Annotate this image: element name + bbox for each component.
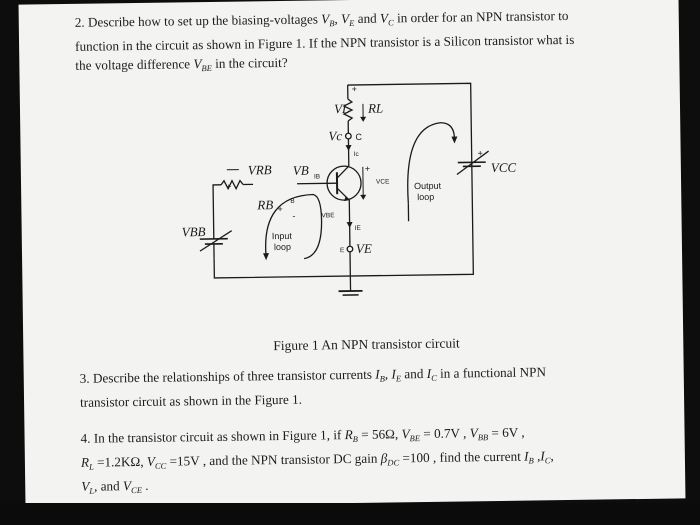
resistor-rb bbox=[220, 179, 244, 191]
label-vc: Vc bbox=[328, 128, 342, 143]
label-c: C bbox=[355, 132, 362, 142]
label-rb: RB bbox=[256, 197, 273, 212]
label-minus-base: - bbox=[292, 211, 295, 221]
label-vrb: VRB bbox=[248, 162, 272, 177]
label-ve: VE bbox=[356, 241, 372, 256]
label-rl: RL bbox=[367, 101, 383, 116]
vbb-variable-arrow bbox=[199, 230, 233, 252]
ic-arrow-icon bbox=[345, 144, 352, 152]
current-arrows bbox=[263, 116, 458, 261]
question-3: 3. Describe the relationships of three t… bbox=[80, 362, 547, 412]
vce-arrow-icon bbox=[360, 194, 367, 200]
base-wire bbox=[297, 182, 338, 185]
label-plus-rb: + bbox=[226, 182, 231, 192]
bottom-dark-band bbox=[0, 503, 700, 525]
label-vce: VCE bbox=[376, 178, 390, 185]
label-vcc: VCC bbox=[491, 160, 517, 175]
circuit-wires bbox=[199, 82, 489, 296]
transistor-emitter-leg bbox=[336, 187, 350, 201]
input-left-wire bbox=[212, 184, 222, 239]
ie-arrow-icon bbox=[346, 221, 353, 229]
label-plus-rl: + bbox=[352, 84, 357, 94]
label-e: E bbox=[340, 247, 345, 254]
input-loop-curve bbox=[264, 193, 323, 260]
label-plus-vcc: + bbox=[478, 148, 483, 158]
vl-arrow-icon bbox=[360, 116, 367, 122]
collector-node bbox=[344, 132, 352, 140]
label-ic: Ic bbox=[354, 151, 360, 158]
outer-loop-wire bbox=[213, 82, 474, 279]
output-loop-arrowhead-icon bbox=[451, 136, 458, 144]
label-output-loop-1: Output bbox=[414, 181, 442, 191]
label-input-loop-2: loop bbox=[274, 242, 291, 252]
label-ib: IB bbox=[314, 173, 320, 180]
label-plus-base: + bbox=[277, 204, 282, 214]
question-sheet: 2. Describe how to set up the biasing-vo… bbox=[18, 0, 686, 508]
label-vb: VB bbox=[293, 163, 309, 178]
npn-transistor-circuit-diagram: VL RL Vc C Ic VRB VB IB RB B VBB VCC VCE… bbox=[182, 82, 517, 296]
label-vbb: VBB bbox=[182, 224, 206, 239]
emitter-node bbox=[346, 245, 354, 253]
label-input-loop-1: Input bbox=[272, 231, 293, 241]
label-b: B bbox=[290, 198, 294, 205]
emitter-arrow-icon bbox=[344, 197, 350, 202]
label-ie: IE bbox=[355, 225, 362, 232]
resistor-rl bbox=[342, 98, 354, 122]
vcc-variable-arrow bbox=[456, 150, 489, 176]
label-output-loop-2: loop bbox=[417, 192, 434, 202]
label-vbe: VBE bbox=[321, 212, 335, 219]
output-loop-curve bbox=[407, 122, 456, 204]
figure-caption: Figure 1 An NPN transistor circuit bbox=[273, 335, 460, 354]
question-4: 4. In the transistor circuit as shown in… bbox=[80, 422, 554, 501]
label-vl: VL bbox=[334, 101, 349, 116]
label-plus-vce: + bbox=[365, 164, 370, 174]
input-loop-arrowhead-icon bbox=[263, 253, 270, 261]
